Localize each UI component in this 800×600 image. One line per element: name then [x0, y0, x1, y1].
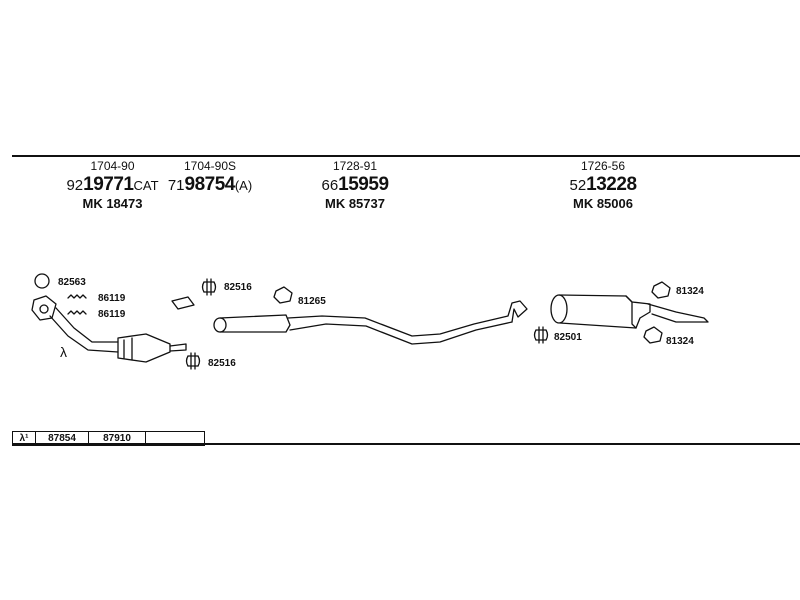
- part-header-rear-silencer: 1726-56 5213228 MK 85006: [548, 160, 658, 210]
- top-rule: [12, 155, 800, 157]
- part-ref: 1704-90: [90, 159, 135, 173]
- callout-86119: 86119: [98, 293, 126, 304]
- mounting-kit-number: MK 18473: [82, 196, 143, 211]
- gasket-ring-icon: [34, 273, 50, 289]
- footer-cell: 87854: [36, 432, 89, 445]
- footer-cell: [146, 432, 204, 445]
- callout-81324: 81324: [676, 286, 704, 297]
- catalytic-converter-icon: [31, 295, 187, 363]
- rear-silencer-icon: [550, 294, 709, 329]
- part-ref: 1726-56: [580, 159, 626, 173]
- clamp-icon: [533, 326, 549, 344]
- callout-81265: 81265: [298, 296, 326, 307]
- part-ref: 1728-91: [332, 159, 378, 173]
- part-header-catalytic-converter: 1704-90 9219771CAT MK 18473: [60, 160, 165, 210]
- part-header-middle-silencer: 1728-91 6615959 MK 85737: [300, 160, 410, 210]
- bottom-rule: [12, 443, 800, 445]
- middle-silencer-icon: [213, 300, 528, 345]
- callout-82563: 82563: [58, 277, 86, 288]
- lambda-sensor-label: λ: [60, 344, 67, 360]
- callout-81324: 81324: [666, 336, 694, 347]
- part-header-alt-catalytic-converter: 1704-90S 7198754(A): [160, 160, 260, 197]
- spring-bolt-icon: [67, 310, 87, 315]
- footer-symbol-cell: λ¹: [13, 432, 36, 445]
- part-number: 6615959: [321, 174, 389, 195]
- spring-bolt-icon: [67, 294, 87, 299]
- pipe-connector-icon: [171, 296, 195, 310]
- part-number: 9219771CAT: [66, 174, 159, 195]
- footer-table: λ¹ 87854 87910: [12, 431, 205, 446]
- rubber-mount-icon: [651, 281, 671, 299]
- rubber-mount-icon: [643, 326, 663, 344]
- callout-86119: 86119: [98, 309, 126, 320]
- rubber-mount-icon: [273, 286, 293, 304]
- clamp-icon: [201, 278, 217, 296]
- clamp-icon: [185, 352, 201, 370]
- footer-cell: 87910: [89, 432, 146, 445]
- callout-82516: 82516: [208, 358, 236, 369]
- part-ref: 1704-90S: [183, 159, 237, 173]
- part-number: 5213228: [569, 174, 637, 195]
- mounting-kit-number: MK 85006: [573, 196, 633, 211]
- callout-82501: 82501: [554, 332, 582, 343]
- mounting-kit-number: MK 85737: [325, 196, 385, 211]
- callout-82516: 82516: [224, 282, 252, 293]
- part-number: 7198754(A): [167, 174, 253, 195]
